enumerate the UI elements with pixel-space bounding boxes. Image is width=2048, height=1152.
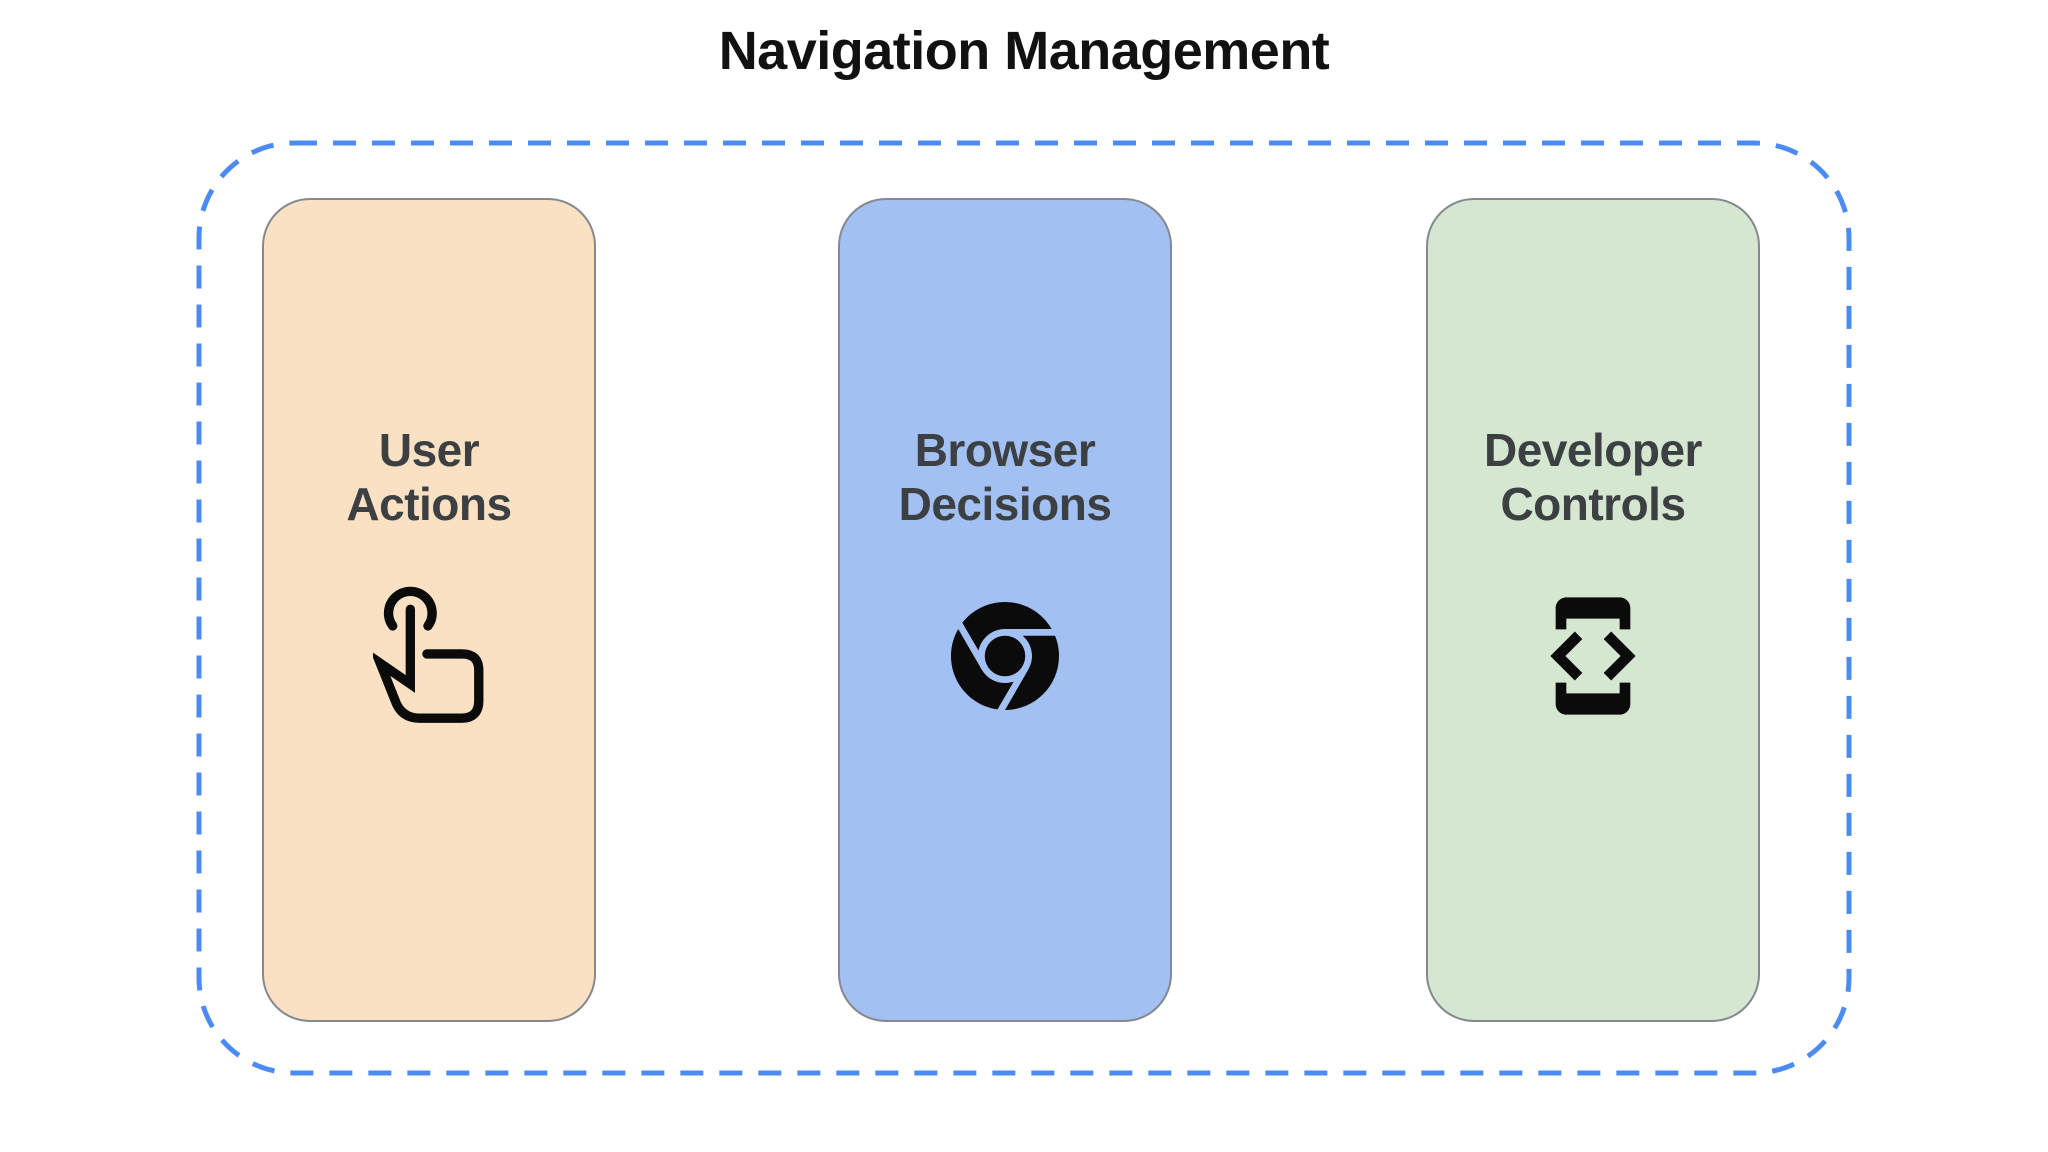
card-developer-controls: Developer Controls (1426, 198, 1760, 1022)
card-icon-box (373, 580, 485, 732)
developer-mode-icon (1550, 596, 1636, 715)
card-user-actions: User Actions (262, 198, 596, 1022)
card-label: Developer Controls (1484, 424, 1702, 530)
chrome-icon (951, 601, 1059, 710)
card-label: User Actions (346, 424, 512, 530)
card-browser-decisions: Browser Decisions (838, 198, 1172, 1022)
card-label: Browser Decisions (898, 424, 1112, 530)
diagram-title: Navigation Management (718, 21, 1330, 81)
card-icon-box (1529, 580, 1657, 732)
card-icon-box (924, 580, 1086, 732)
touch-gesture-icon (373, 586, 484, 723)
